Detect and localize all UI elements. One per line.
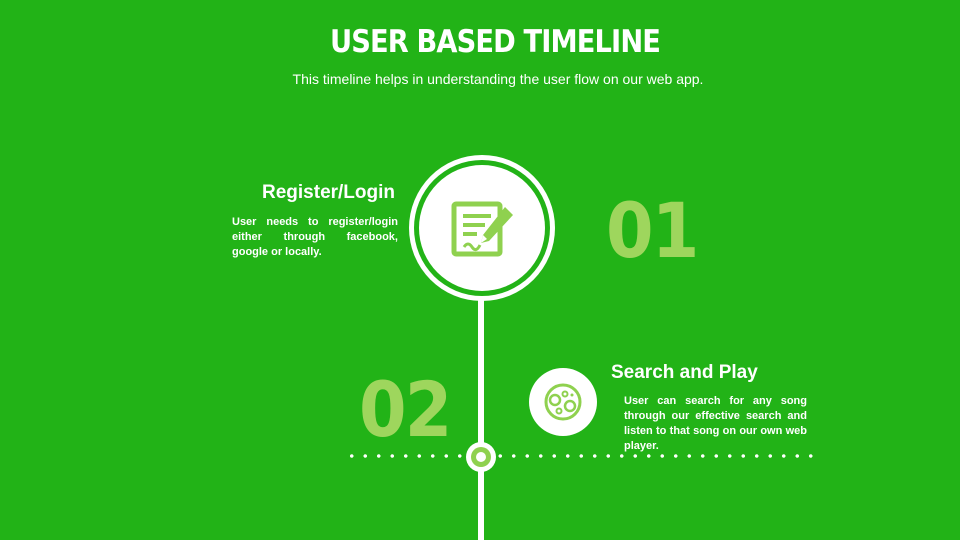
timeline-vertical-line [478, 300, 484, 540]
step-2-description: User can search for any song through our… [624, 395, 807, 452]
step-2-number: 02 [359, 365, 452, 454]
music-play-icon [544, 383, 582, 421]
step-2-title: Search and Play [611, 362, 758, 383]
step-1-number: 01 [606, 186, 699, 275]
step-2-icon-circle [529, 368, 597, 436]
slide-subtitle: This timeline helps in understanding the… [292, 71, 704, 87]
slide-title: USER BASED TIMELINE [329, 24, 661, 60]
step-1-title: Register/Login [262, 182, 396, 203]
step-1-description: User needs to register/login either thro… [232, 216, 398, 258]
timeline-dotted-line [345, 454, 821, 458]
step-1-icon-circle [409, 155, 555, 301]
edit-document-icon [451, 201, 513, 257]
timeline-node [466, 442, 496, 472]
